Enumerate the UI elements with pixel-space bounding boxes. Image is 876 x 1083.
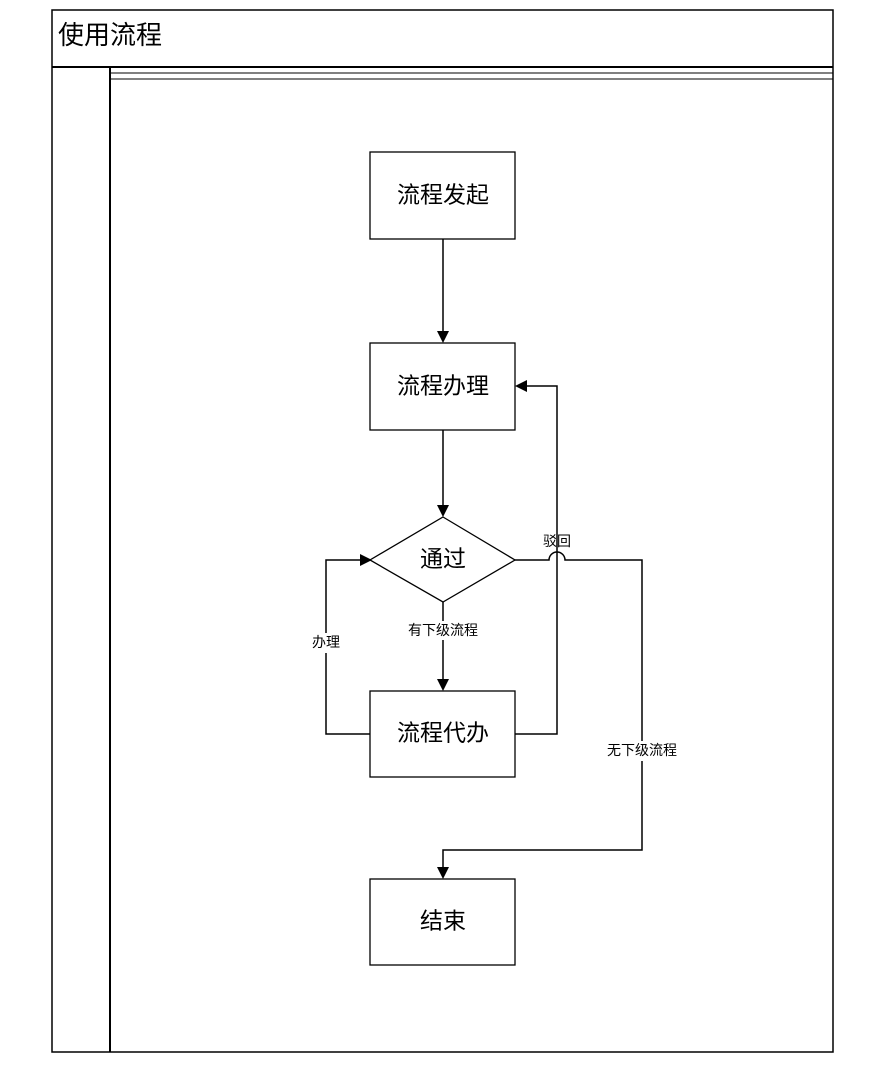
node-end <box>369 878 516 966</box>
edge-proxy-to-handle <box>515 385 558 735</box>
node-decision <box>368 516 517 603</box>
edge-label-bg-no-sub-flow <box>598 741 686 761</box>
edge-label-no-sub-flow: 无下级流程 <box>607 743 677 759</box>
node-proxy-label: 流程代办 <box>397 721 489 747</box>
arrowhead-start-to-handle <box>437 331 449 343</box>
node-decision-label: 通过 <box>420 547 466 573</box>
arrowhead-decision-to-end <box>437 867 449 879</box>
edge-decision-to-end <box>442 551 643 869</box>
arrowhead-decision-to-proxy <box>437 679 449 691</box>
edge-label-bg-has-sub-flow <box>400 621 486 640</box>
edge-label-handle-back: 办理 <box>312 635 340 651</box>
node-start-label: 流程发起 <box>397 183 489 209</box>
edge-label-has-sub-flow: 有下级流程 <box>408 623 478 639</box>
node-proxy <box>369 690 516 778</box>
node-handle-label: 流程办理 <box>397 374 489 400</box>
node-start <box>369 151 516 240</box>
node-end-label: 结束 <box>420 909 466 935</box>
edge-label-reject: 驳回 <box>543 534 571 550</box>
pool-title: 使用流程 <box>58 21 162 51</box>
node-handle <box>369 342 516 431</box>
arrowhead-proxy-to-decision <box>360 554 372 566</box>
arrowhead-proxy-to-handle <box>515 380 527 392</box>
arrowhead-handle-to-decision <box>437 505 449 517</box>
edge-label-bg-handle-back <box>307 633 345 653</box>
